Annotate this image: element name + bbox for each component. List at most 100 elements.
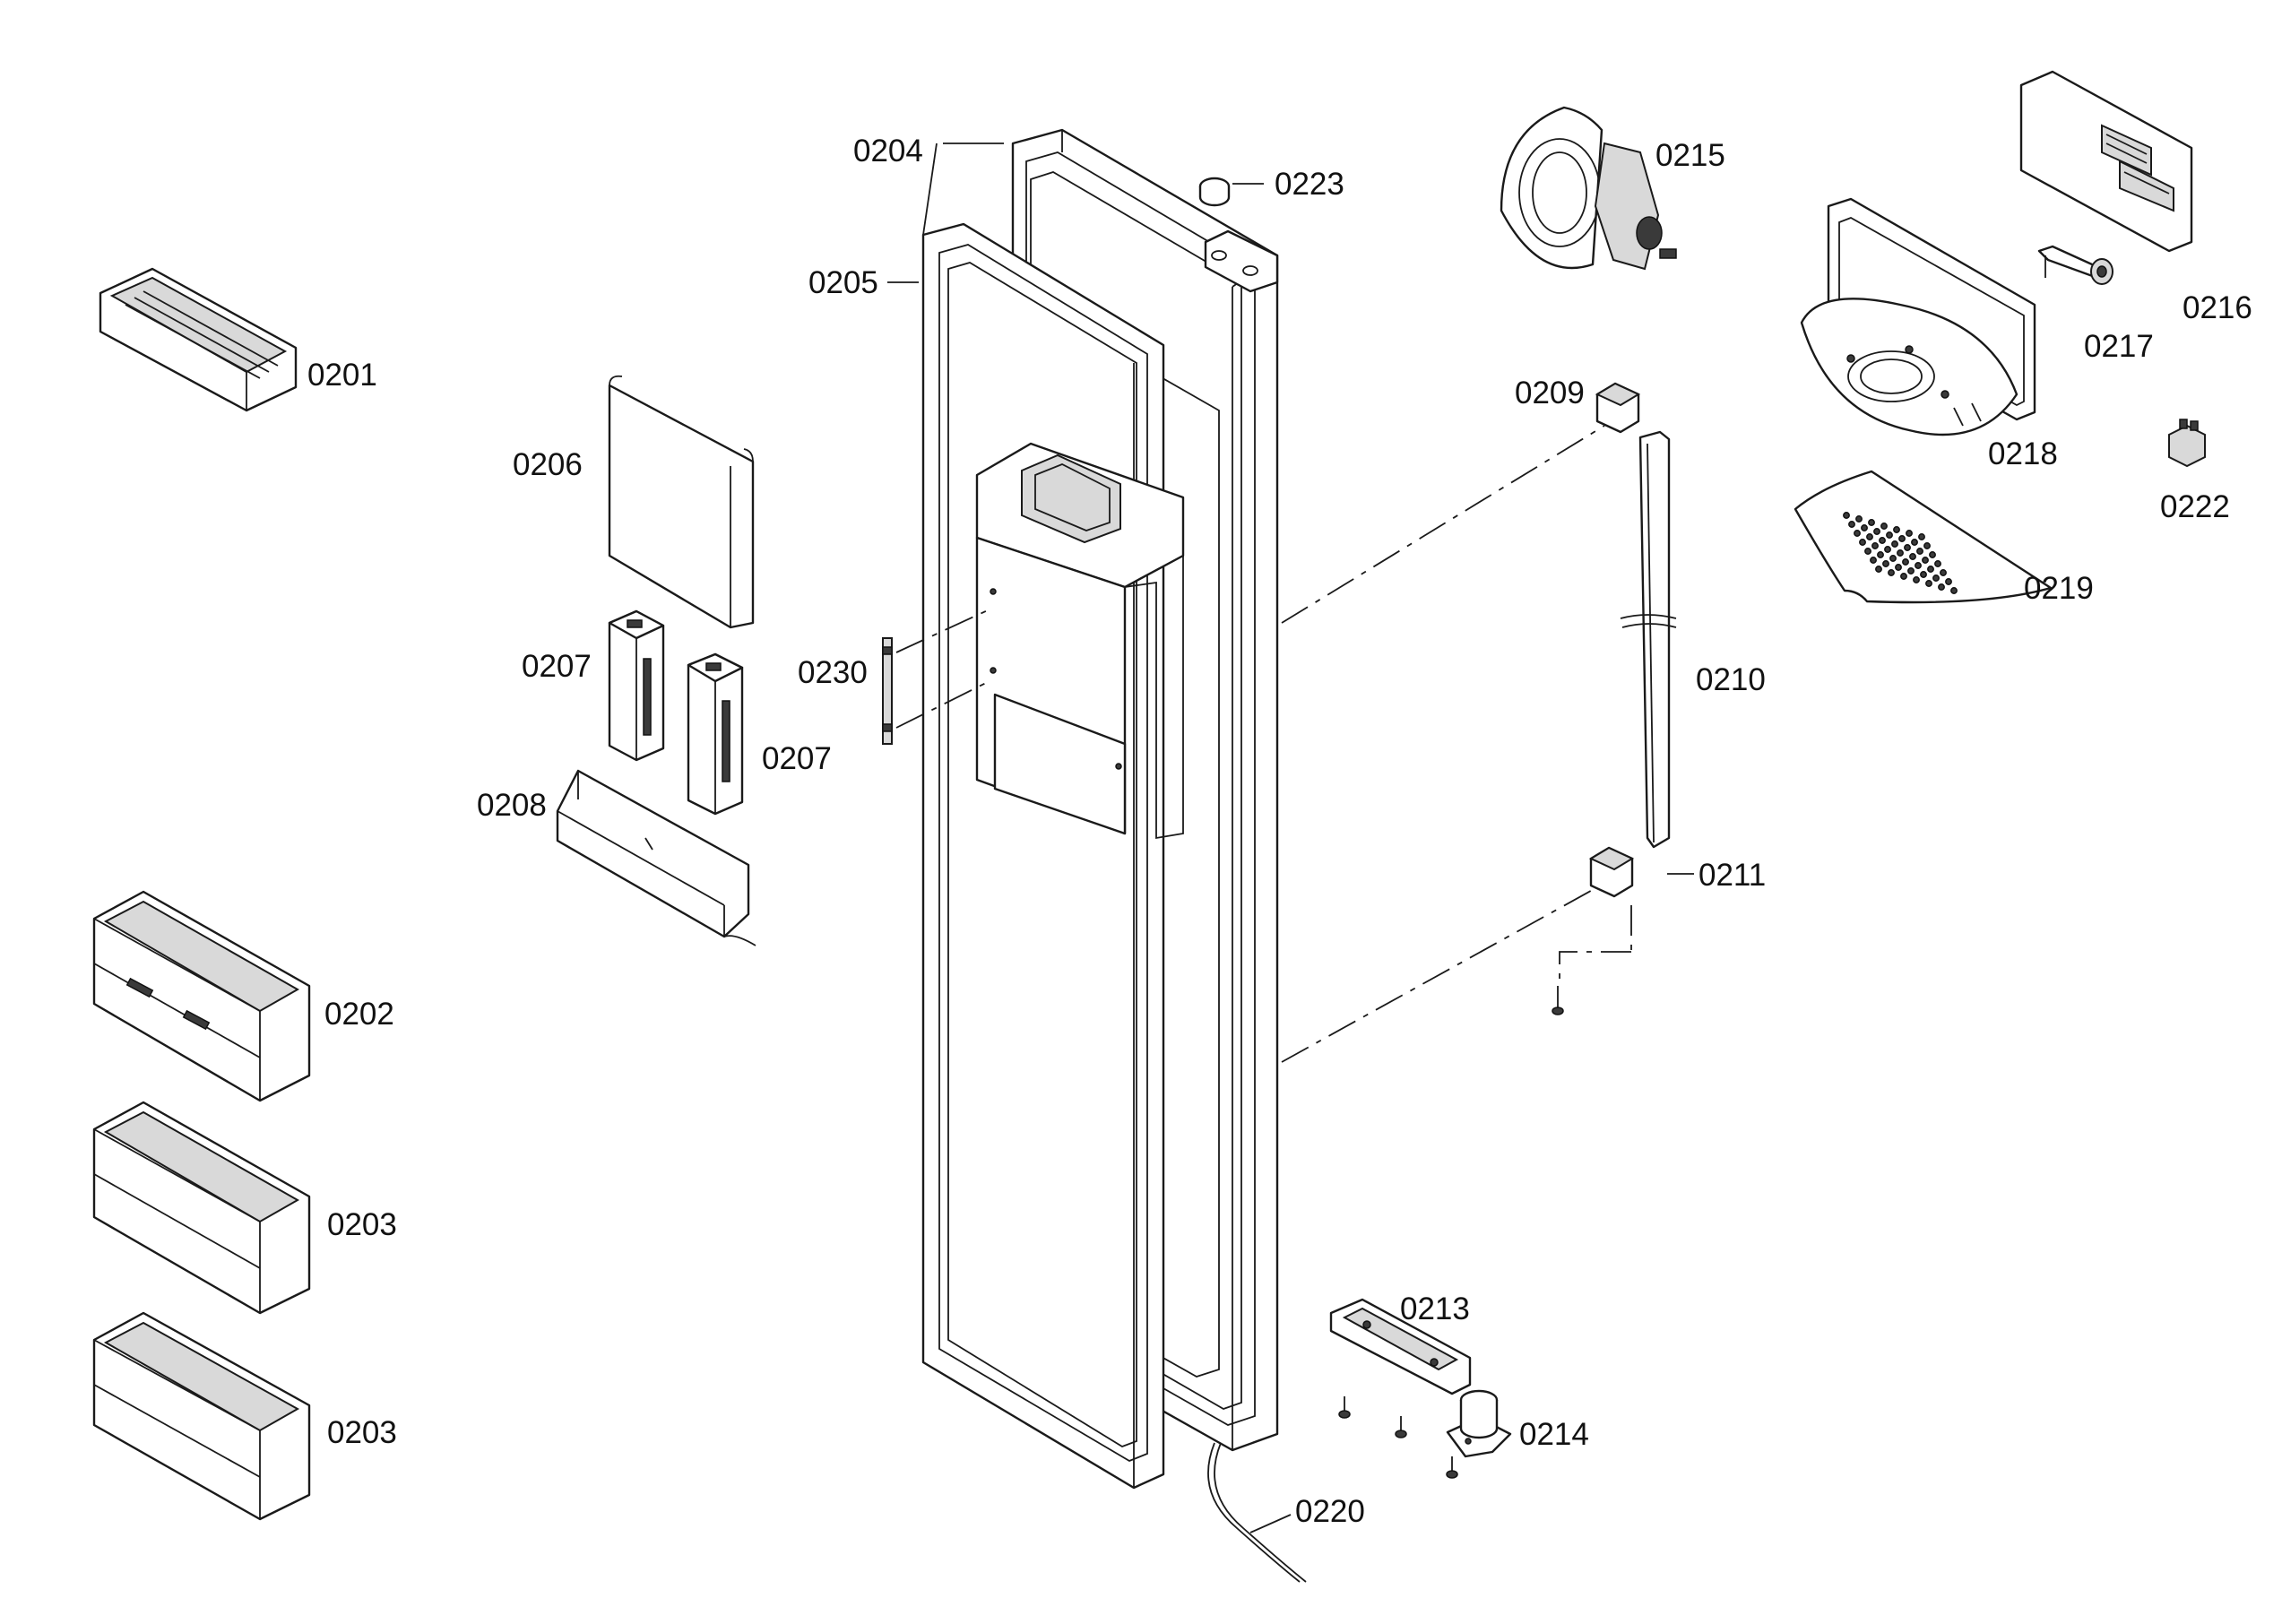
part-0215-ice-chute-assembly bbox=[1500, 106, 1677, 271]
part-0213-lower-hinge bbox=[1329, 1298, 1472, 1395]
label-0205: 0205 bbox=[808, 265, 878, 300]
grille-hole bbox=[1855, 515, 1863, 523]
grille-hole bbox=[1911, 539, 1918, 546]
grille-hole bbox=[1895, 564, 1902, 571]
grille-hole bbox=[1864, 548, 1871, 555]
grille-hole bbox=[1907, 567, 1915, 574]
grille-hole bbox=[1888, 569, 1895, 576]
label-0230: 0230 bbox=[798, 655, 868, 690]
label-0218: 0218 bbox=[1988, 436, 2058, 471]
label-0204: 0204 bbox=[853, 134, 923, 168]
leader-door-0209 bbox=[1281, 425, 1605, 624]
label-0214: 0214 bbox=[1519, 1417, 1589, 1452]
grille-hole bbox=[1873, 528, 1880, 535]
grille-hole bbox=[1929, 551, 1936, 558]
grille-hole bbox=[1893, 526, 1900, 533]
part-0209-trim-top-cap bbox=[1595, 382, 1641, 434]
part-0207-ice-pack-right bbox=[687, 652, 744, 816]
grille-hole bbox=[1877, 551, 1884, 558]
part-0211-trim-bottom-cap bbox=[1588, 846, 1635, 898]
part-0210-trim-strip bbox=[1620, 430, 1677, 849]
label-0201: 0201 bbox=[307, 358, 377, 393]
part-0201-small-door-shelf bbox=[99, 267, 298, 412]
grille-hole bbox=[1909, 553, 1916, 560]
part-0223-cap bbox=[1198, 177, 1231, 207]
grille-hole bbox=[1882, 560, 1889, 567]
grille-hole bbox=[1902, 558, 1909, 566]
label-0207-left: 0207 bbox=[522, 649, 592, 684]
label-0203-upper: 0203 bbox=[327, 1207, 397, 1242]
grille-hole bbox=[1927, 566, 1934, 573]
grille-hole bbox=[1925, 580, 1932, 587]
leader-0220 bbox=[1249, 1514, 1292, 1533]
grille-hole bbox=[1879, 537, 1886, 544]
grille-hole bbox=[1843, 512, 1850, 519]
grille-hole bbox=[1920, 571, 1927, 578]
label-0209: 0209 bbox=[1515, 376, 1585, 410]
grille-hole bbox=[1945, 578, 1952, 585]
label-0219: 0219 bbox=[2024, 571, 2094, 606]
part-0214-hinge-bushing bbox=[1446, 1389, 1512, 1458]
grille-hole bbox=[1934, 560, 1941, 567]
grille-hole bbox=[1861, 524, 1868, 531]
label-0220: 0220 bbox=[1295, 1494, 1365, 1529]
grille-hole bbox=[1904, 544, 1911, 551]
part-0222-switch bbox=[2168, 419, 2206, 468]
screw bbox=[1552, 986, 1564, 1015]
part-0208-door-tray bbox=[556, 769, 756, 946]
grille-hole bbox=[1870, 557, 1877, 564]
grille-hole bbox=[1923, 542, 1931, 549]
grille-hole bbox=[1932, 574, 1940, 582]
part-0218-dispenser-frame bbox=[1800, 197, 2036, 436]
screw bbox=[1446, 1456, 1458, 1479]
part-0205-door-gasket bbox=[921, 222, 1165, 1490]
part-0207-ice-pack-left bbox=[608, 609, 665, 762]
label-0223: 0223 bbox=[1275, 167, 1344, 202]
label-0215: 0215 bbox=[1655, 138, 1725, 173]
grille-hole bbox=[1884, 546, 1891, 553]
grille-hole bbox=[1848, 521, 1855, 528]
label-0217: 0217 bbox=[2084, 329, 2154, 364]
grille-hole bbox=[1938, 583, 1945, 591]
leader-0230-upper bbox=[895, 609, 990, 653]
label-0202: 0202 bbox=[324, 997, 394, 1032]
grille-hole bbox=[1916, 548, 1923, 555]
leader-0211-screw-down bbox=[1559, 951, 1631, 984]
leader-0204-drop bbox=[922, 143, 938, 236]
grille-hole bbox=[1859, 539, 1866, 546]
grille-hole bbox=[1950, 587, 1958, 594]
leader-door-0211 bbox=[1281, 886, 1598, 1063]
label-0222: 0222 bbox=[2160, 489, 2230, 524]
grille-hole bbox=[1918, 533, 1925, 540]
grille-hole bbox=[1913, 576, 1920, 583]
grille-hole bbox=[1889, 555, 1897, 562]
grille-hole bbox=[1854, 530, 1861, 537]
part-0203-door-bin-upper bbox=[92, 1101, 311, 1315]
label-0203-lower: 0203 bbox=[327, 1415, 397, 1450]
screw bbox=[1395, 1416, 1407, 1438]
dispenser-housing bbox=[975, 442, 1185, 840]
grille-hole bbox=[1868, 519, 1875, 526]
part-0230-bracket bbox=[882, 637, 893, 745]
part-0217-actuator bbox=[2037, 245, 2113, 285]
label-0216: 0216 bbox=[2183, 290, 2252, 325]
part-0220-wire-harness bbox=[1207, 1442, 1307, 1583]
part-0216-control-board bbox=[2019, 70, 2193, 253]
leader-0230-lower bbox=[895, 680, 990, 729]
grille-hole bbox=[1940, 569, 1947, 576]
label-0208: 0208 bbox=[477, 788, 547, 823]
part-0219-drip-grille bbox=[1794, 470, 2053, 604]
grille-hole bbox=[1866, 533, 1873, 540]
label-0206: 0206 bbox=[513, 447, 583, 482]
grille-hole bbox=[1871, 542, 1879, 549]
part-0206-dairy-cover bbox=[608, 375, 755, 629]
label-0207-right: 0207 bbox=[762, 741, 832, 776]
grille-hole bbox=[1922, 557, 1929, 564]
part-0203-door-bin-lower bbox=[92, 1311, 311, 1521]
part-0202-door-bin bbox=[92, 890, 311, 1102]
grille-hole bbox=[1906, 530, 1913, 537]
screw bbox=[1338, 1396, 1351, 1419]
grille-hole bbox=[1897, 549, 1904, 557]
grille-hole bbox=[1875, 566, 1882, 573]
